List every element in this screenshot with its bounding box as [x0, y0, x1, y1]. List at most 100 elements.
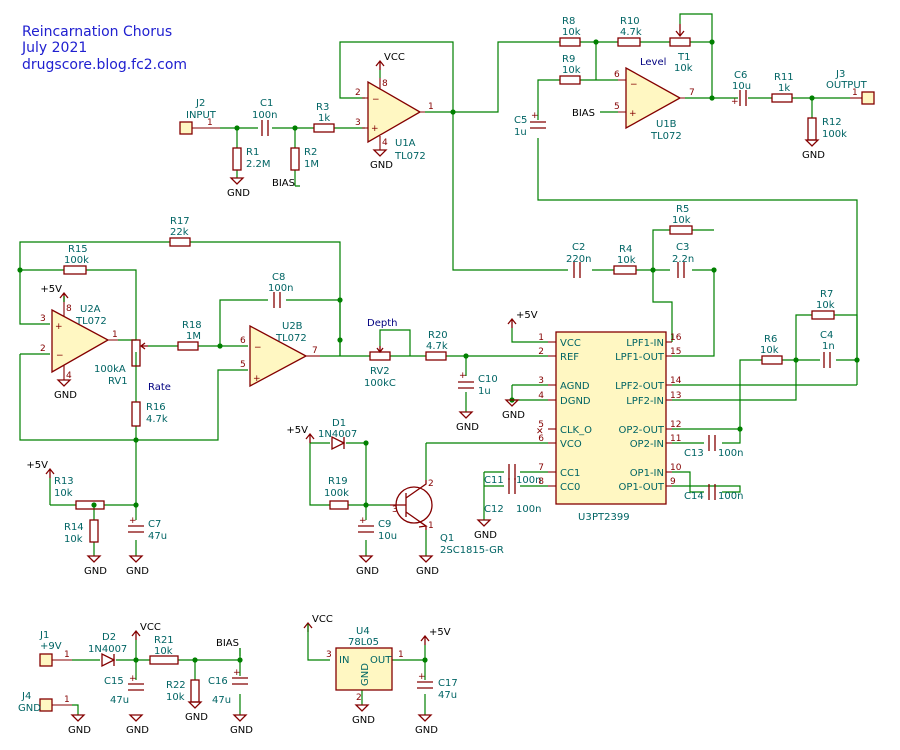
j3-ref: J3	[835, 69, 845, 80]
r12-ref: R12	[822, 117, 842, 128]
r20-ref: R20	[428, 330, 448, 341]
u3-right-pin-name: LPF1-IN	[626, 338, 664, 349]
u3-right-pin-name: OP1-IN	[630, 468, 664, 479]
capacitor-c13: C13 100n	[684, 435, 743, 459]
u2a-pin4: 4	[66, 371, 72, 381]
c1-value: 100n	[252, 110, 277, 121]
u3-left-pin-name: AGND	[560, 381, 590, 392]
r17-value: 22k	[170, 227, 189, 238]
title-block: Reincarnation Chorus July 2021 drugscore…	[21, 24, 187, 73]
r18-value: 1M	[186, 331, 201, 342]
c9-value: 10u	[378, 531, 397, 542]
connector-j3: J3 OUTPUT 1	[826, 69, 875, 105]
gnd-symbol: GND	[352, 704, 375, 726]
r6-value: 10k	[760, 345, 779, 356]
c6-ref: C6	[734, 70, 747, 81]
u1b-pin6: 6	[614, 70, 620, 80]
q1-ref: Q1	[440, 533, 454, 544]
capacitor-c10: + C10 1u	[458, 371, 498, 397]
resistor-r15: R15 100k	[63, 244, 89, 275]
r8-ref: R8	[562, 16, 575, 27]
u3-right-pin-num: 12	[670, 420, 681, 430]
c4-value: 1n	[822, 341, 835, 352]
r3-value: 1k	[318, 113, 330, 124]
r3-ref: R3	[316, 102, 329, 113]
j1-pin: 1	[64, 650, 70, 660]
r4-value: 10k	[617, 255, 636, 266]
bias-net-label: BIAS	[216, 638, 239, 649]
r10-ref: R10	[620, 16, 640, 27]
c3-value: 2.2n	[672, 254, 694, 265]
u4-pin3: 3	[326, 650, 332, 660]
u2a-plus: +	[55, 322, 63, 332]
r16-value: 4.7k	[146, 414, 168, 425]
u3-right-pin-num: 13	[670, 391, 681, 401]
u3-left-pin-name: VCO	[560, 439, 582, 450]
u2b-pin5: 5	[240, 360, 246, 370]
u3-right-pin-name: LPF2-OUT	[615, 381, 665, 392]
j2-ref: J2	[195, 98, 205, 109]
capacitor-c2: C2 220n	[566, 242, 591, 278]
r16-ref: R16	[146, 402, 166, 413]
resistor-r1: R1 2.2M	[232, 147, 271, 171]
c15-value: 47u	[110, 695, 129, 706]
u2b-plus: +	[253, 374, 261, 384]
c4-ref: C4	[820, 330, 833, 341]
u3-right-pin-num: 11	[670, 434, 681, 444]
u1a-pin2: 2	[355, 88, 361, 98]
gnd-symbol: GND	[54, 379, 77, 401]
svg-text:+: +	[233, 668, 241, 678]
t1-ref: T1	[677, 52, 690, 63]
c10-value: 1u	[478, 386, 491, 397]
power-label-p5v: +5V	[429, 627, 451, 638]
capacitor-c5: + C5 1u	[514, 111, 546, 138]
d1-part: 1N4007	[318, 429, 357, 440]
resistor-r14: R14 10k	[64, 519, 99, 545]
r1-value: 2.2M	[246, 159, 271, 170]
power-label-p5v: +5V	[286, 425, 308, 436]
resistor-r12: R12 100k	[807, 117, 847, 141]
gnd-label: GND	[227, 188, 250, 199]
c11-ref: C11	[484, 475, 504, 486]
capacitor-c16: + C16 47u	[208, 668, 248, 706]
resistor-r10: R10 4.7k	[617, 16, 642, 47]
r13-ref: R13	[54, 476, 74, 487]
u2a-ref: U2A	[80, 304, 101, 315]
r21-value: 10k	[154, 646, 173, 657]
q1-pin3: 3	[392, 505, 398, 515]
j4-pin: 1	[64, 695, 70, 705]
gnd-label: GND	[356, 566, 379, 577]
r15-value: 100k	[64, 255, 89, 266]
c17-value: 47u	[438, 690, 457, 701]
pot-t1: Level T1 10k	[640, 24, 693, 74]
bias-net-label: BIAS	[572, 108, 595, 119]
opamp-u1a: − + 2 3 1 8 4 U1A TL072	[355, 78, 434, 162]
diode-d2: D2 1N4007	[88, 632, 127, 668]
r9-ref: R9	[562, 54, 575, 65]
r12-value: 100k	[822, 129, 847, 140]
u1b-pin5: 5	[614, 102, 620, 112]
u2a-pin3: 3	[40, 314, 46, 324]
gnd-label: GND	[352, 715, 375, 726]
rv1-ref: RV1	[108, 376, 128, 387]
power-flag-vcc: VCC	[375, 52, 405, 70]
c1-ref: C1	[260, 98, 273, 109]
u4-gnd-label: GND	[360, 663, 371, 686]
resistor-r11: R11 1k	[771, 72, 794, 103]
title-line-1: Reincarnation Chorus	[22, 24, 172, 40]
gnd-label: GND	[802, 150, 825, 161]
u3-left-pin-num: 3	[538, 376, 544, 386]
r15-ref: R15	[68, 244, 88, 255]
u4-ref: U4	[356, 626, 370, 637]
u2b-minus: −	[254, 343, 262, 353]
gnd-label: GND	[54, 390, 77, 401]
connector-j4: J4 GND 1	[18, 691, 72, 714]
u3-left-pin-num: 1	[538, 333, 544, 343]
u1b-ref: U1B	[656, 119, 677, 130]
t1-label: Level	[640, 57, 666, 68]
nc-mark: ✕	[536, 427, 544, 437]
u3-left-pin-name: CLK_O	[560, 425, 592, 436]
d1-ref: D1	[332, 418, 346, 429]
power-flag-p5v: +5V	[507, 310, 538, 328]
